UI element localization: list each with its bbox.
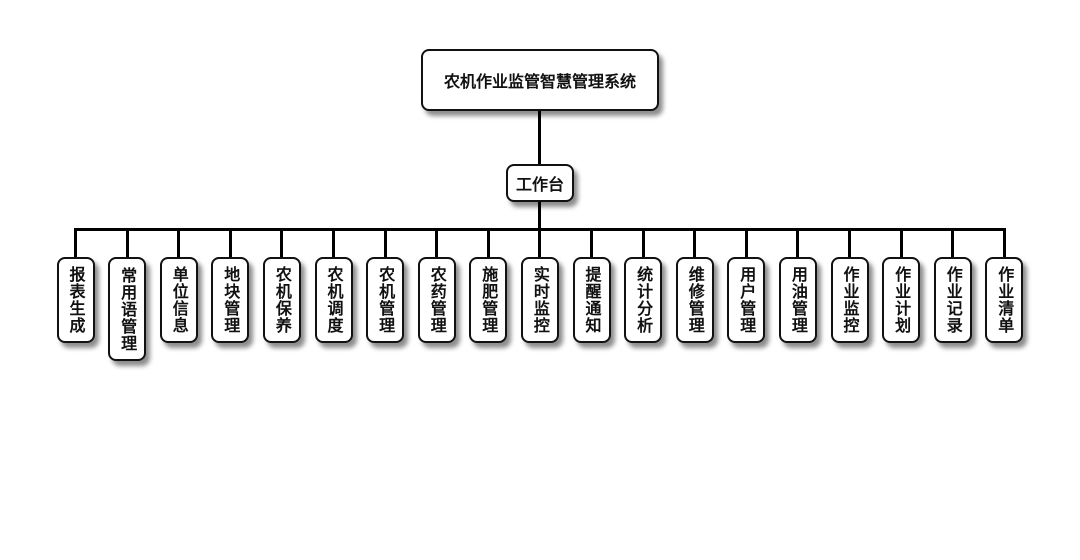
leaf-node[interactable]: 统计分析 (624, 257, 663, 343)
connector-leaf (435, 229, 439, 258)
connector-root-hub (538, 111, 541, 164)
leaf-label: 作业记录 (943, 266, 963, 334)
leaf-label: 统计分析 (634, 266, 654, 334)
leaf-node[interactable]: 作业清单 (985, 257, 1024, 343)
leaf-node[interactable]: 地块管理 (211, 257, 250, 343)
leaf-node[interactable]: 维修管理 (675, 257, 714, 343)
leaf-node[interactable]: 常用语管理 (108, 257, 147, 361)
leaf-label: 维修管理 (685, 266, 705, 334)
leaf-node[interactable]: 农药管理 (417, 257, 456, 343)
leaf-node[interactable]: 作业记录 (933, 257, 972, 343)
connector-leaf (1002, 229, 1006, 258)
leaf-node[interactable]: 农机调度 (314, 257, 353, 343)
leaf-node[interactable]: 施肥管理 (469, 257, 508, 343)
connector-leaf (951, 229, 955, 258)
leaf-label: 用户管理 (737, 266, 757, 334)
connector-leaf (641, 229, 645, 258)
connector-leaf (796, 229, 800, 258)
leaf-label: 常用语管理 (118, 266, 138, 352)
hub-node[interactable]: 工作台 (506, 164, 574, 202)
connector-leaf (383, 229, 387, 258)
connector-leaf (280, 229, 284, 258)
connector-leaf (848, 229, 851, 258)
connector-leaf (693, 229, 697, 258)
leaf-label: 报表生成 (66, 266, 86, 334)
leaf-label: 农机保养 (272, 266, 292, 334)
connector-leaf (486, 229, 490, 258)
leaf-label: 作业监控 (840, 266, 860, 334)
leaf-label: 地块管理 (221, 266, 241, 334)
connector-leaf (177, 229, 181, 258)
leaf-node[interactable]: 农机管理 (366, 257, 405, 343)
leaf-node[interactable]: 提醒通知 (572, 257, 611, 343)
connector-leaf (332, 229, 335, 258)
leaf-label: 作业计划 (892, 266, 912, 334)
connector-hub-bus (538, 202, 541, 230)
leaf-node[interactable]: 实时监控 (520, 257, 559, 343)
leaf-label: 农机管理 (376, 266, 396, 334)
connector-leaf (228, 229, 232, 258)
leaf-node[interactable]: 作业计划 (882, 257, 921, 343)
leaf-label: 农机调度 (324, 266, 344, 334)
leaf-node[interactable]: 单位信息 (159, 257, 198, 343)
leaf-label: 作业清单 (995, 266, 1015, 334)
leaf-node[interactable]: 报表生成 (56, 257, 95, 343)
hub-label: 工作台 (515, 175, 564, 194)
leaf-label: 农药管理 (427, 266, 447, 334)
connector-leaf (744, 229, 748, 258)
connector-leaf (74, 229, 77, 258)
leaf-label: 实时监控 (530, 266, 550, 334)
leaf-label: 提醒通知 (582, 266, 602, 334)
leaf-node[interactable]: 作业监控 (830, 257, 869, 343)
connector-leaf (538, 229, 542, 258)
leaf-label: 施肥管理 (479, 266, 499, 334)
leaf-node[interactable]: 用户管理 (727, 257, 766, 343)
connector-leaf (899, 229, 903, 258)
leaf-label: 单位信息 (169, 266, 189, 334)
leaf-node[interactable]: 用油管理 (778, 257, 817, 343)
leaf-label: 用油管理 (788, 266, 808, 334)
leaf-node[interactable]: 农机保养 (262, 257, 301, 343)
connector-leaf (590, 229, 593, 258)
root-node[interactable]: 农机作业监管智慧管理系统 (421, 49, 659, 111)
root-label: 农机作业监管智慧管理系统 (443, 72, 636, 91)
connector-leaf (125, 229, 129, 258)
